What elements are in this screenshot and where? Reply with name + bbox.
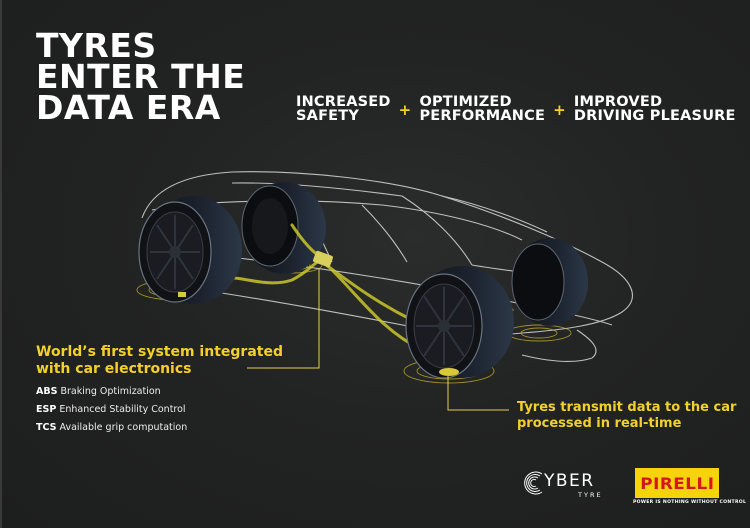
plus-icon: + [553, 101, 566, 119]
callout-integration: World’s first system integrated with car… [36, 344, 283, 378]
benefit-safety: INCREASED SAFETY [296, 94, 391, 124]
feature-label: Enhanced Stability Control [59, 404, 186, 415]
pirelli-logo: PIRELLI [635, 468, 719, 498]
callout-line: processed in real-time [517, 416, 682, 431]
cyber-wordmark: YBER [544, 471, 595, 491]
callout-transmission: Tyres transmit data to the car processed… [517, 400, 736, 432]
headline-line: ENTER THE [36, 57, 246, 96]
feature-code: TCS [36, 422, 57, 433]
feature-item-esp: ESP Enhanced Stability Control [36, 401, 187, 419]
pirelli-tagline: POWER IS NOTHING WITHOUT CONTROL [633, 500, 747, 505]
plus-icon: + [398, 101, 412, 119]
benefit-line: PERFORMANCE [419, 108, 546, 124]
callout-line: World’s first system integrated [36, 344, 283, 360]
headline-line: TYRES [36, 26, 157, 65]
cyber-subtitle: TYRE [578, 491, 603, 499]
headline-line: DATA ERA [36, 88, 221, 127]
tyre-rear-near [138, 196, 242, 304]
control-unit [313, 250, 333, 268]
benefit-line: INCREASED [296, 94, 391, 110]
benefit-driving-pleasure: IMPROVED DRIVING PLEASURE [573, 94, 736, 124]
callout-line: Tyres transmit data to the car [517, 400, 737, 415]
feature-code: ESP [36, 404, 57, 415]
benefit-performance: OPTIMIZED PERFORMANCE [419, 94, 546, 124]
tyre-rear-far [241, 182, 326, 274]
feature-label: Available grip computation [59, 422, 188, 433]
cyber-c-tyre-icon [524, 471, 543, 495]
tyre-front-near [405, 266, 514, 379]
pirelli-wordmark: PIRELLI [639, 473, 715, 493]
feature-item-tcs: TCS Available grip computation [36, 419, 187, 437]
tyre-front-far [511, 238, 588, 326]
benefit-line: IMPROVED [573, 94, 663, 110]
benefits-row: INCREASED SAFETY + OPTIMIZED PERFORMANCE… [296, 94, 736, 124]
feature-list: ABS Braking Optimization ESP Enhanced St… [36, 383, 187, 437]
benefit-line: OPTIMIZED [419, 94, 512, 110]
headline: TYRES ENTER THE DATA ERA [36, 26, 246, 127]
feature-item-abs: ABS Braking Optimization [36, 383, 187, 401]
feature-code: ABS [36, 386, 58, 397]
callout-line: with car electronics [36, 361, 192, 377]
feature-label: Braking Optimization [60, 386, 161, 397]
leader-lines [247, 268, 509, 411]
benefit-line: SAFETY [296, 108, 360, 124]
benefit-line: DRIVING PLEASURE [573, 108, 736, 124]
cyber-tyre-logo: YBER TYRE [522, 469, 612, 507]
